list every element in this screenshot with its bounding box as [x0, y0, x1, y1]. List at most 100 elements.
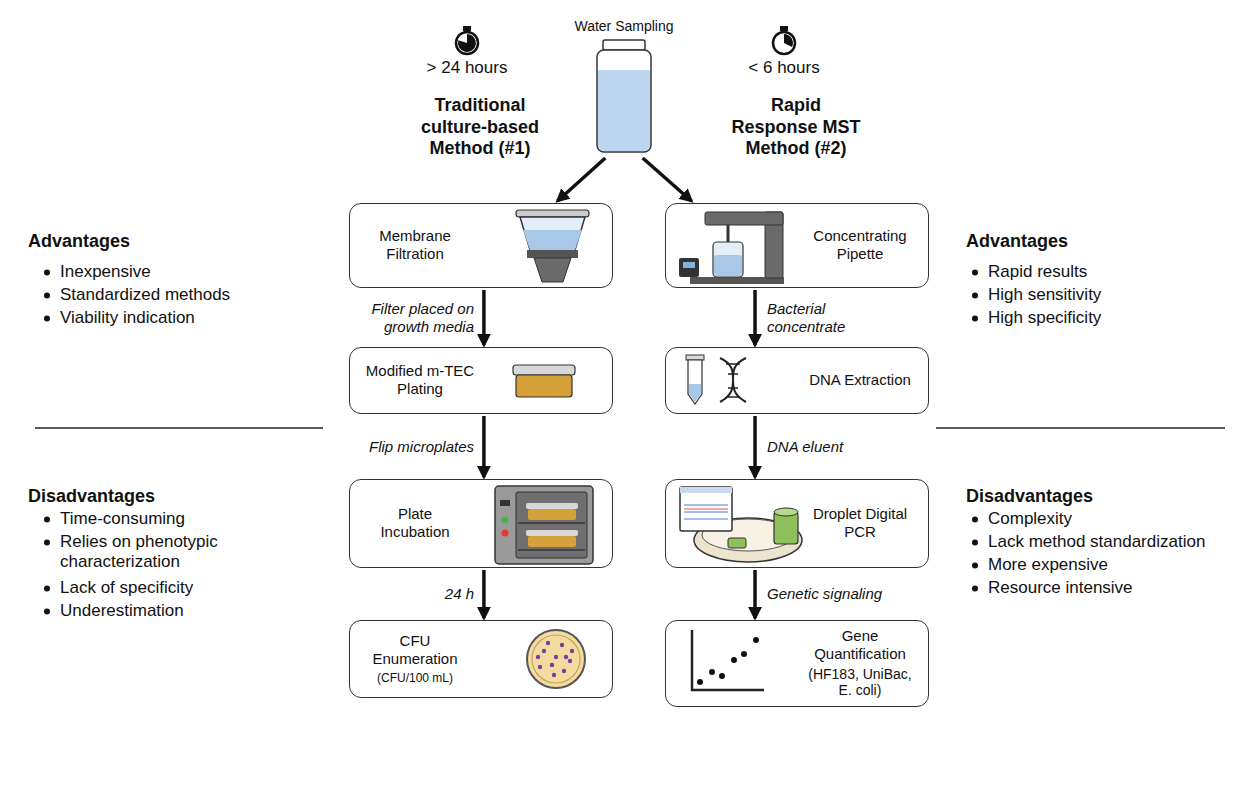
node-title: DNA Extraction — [801, 371, 919, 389]
colony-plate-part — [554, 655, 558, 659]
text-group: Droplet Digital PCR — [801, 505, 919, 541]
quantification-chart — [692, 630, 764, 690]
divider-line-part — [936, 427, 1225, 429]
colony-plate-part — [550, 663, 554, 667]
section-heading: Disadvantages — [28, 486, 155, 508]
filtration-funnel-part — [523, 230, 582, 250]
section-heading: Advantages — [28, 231, 130, 253]
flow-arrow — [643, 158, 692, 201]
concentrating-pipette-part — [683, 262, 695, 268]
list-item: Standardized methods — [60, 285, 230, 305]
incubator-part — [526, 530, 578, 536]
result-box: CFU Enumeration(CFU/100 mL) — [349, 620, 613, 698]
node-title: Concentrating Pipette — [801, 227, 919, 263]
incubator-part — [502, 517, 509, 524]
node-title: CFU Enumeration — [365, 632, 465, 668]
node-title: Membrane Filtration — [365, 227, 465, 263]
section-heading: Advantages — [966, 231, 1068, 253]
colony-plate-part — [564, 655, 568, 659]
stopwatch-icon — [773, 26, 795, 54]
bullet-dot — [972, 316, 978, 322]
incubator-part — [528, 536, 576, 547]
pcr-instrument-part — [684, 505, 728, 519]
dna-extraction-icon-part — [726, 363, 740, 365]
node-subtitle: (HF183, UniBac, E. coli) — [801, 666, 919, 700]
colony-plate-part — [532, 635, 580, 683]
bullet-dot — [44, 540, 50, 546]
flow-arrow — [482, 290, 486, 345]
sample-bottle: Water Sampling — [569, 16, 679, 156]
dna-extraction-icon-part — [720, 358, 746, 402]
colony-plate-part — [568, 659, 572, 663]
dna-extraction-icon-part — [726, 396, 740, 398]
process-box: DNA Extraction — [665, 347, 929, 414]
bullet-dot — [44, 293, 50, 299]
concentrating-pipette-part — [713, 242, 743, 277]
incubator-part — [516, 492, 587, 558]
stopwatch-icon-part — [458, 34, 476, 52]
method-heading: Rapid Response MST Method (#2) — [729, 95, 864, 160]
edge-label: Bacterial concentrate — [767, 300, 867, 336]
text-group: Water Sampling — [569, 18, 679, 35]
list-item: Complexity — [988, 509, 1072, 529]
section-heading: Disadvantages — [966, 486, 1093, 508]
node-title: Plate Incubation — [365, 505, 465, 541]
incubator-part — [518, 522, 585, 524]
dna-extraction-icon-part — [728, 387, 738, 389]
flow-arrow — [753, 290, 757, 345]
dna-extraction-icon-part — [686, 355, 704, 360]
pcr-instrument-part — [774, 508, 798, 516]
text-group: Plate Incubation — [365, 505, 465, 541]
agar-plate — [513, 365, 575, 397]
list-item: Lack of specificity — [60, 578, 193, 598]
bullet-dot — [972, 586, 978, 592]
incubator — [495, 486, 593, 564]
list-item: Underestimation — [60, 601, 184, 621]
list-item: Time-consuming — [60, 509, 185, 529]
stopwatch-icon-part — [773, 32, 795, 54]
list-item: More expensive — [988, 555, 1108, 575]
incubator-part — [500, 500, 510, 506]
concentrating-pipette-part — [705, 212, 783, 225]
flow-arrow — [482, 570, 486, 618]
pcr-instrument-part — [684, 508, 728, 509]
concentrating-pipette — [679, 212, 784, 284]
pcr-instrument-part — [774, 512, 798, 544]
stopwatch-icon-part — [456, 32, 478, 54]
colony-plate-part — [527, 630, 585, 688]
pcr-instrument-part — [680, 487, 732, 531]
list-item: High specificity — [988, 308, 1101, 328]
agar-plate-part — [516, 375, 572, 397]
dna-extraction-icon — [686, 355, 746, 404]
bullet-dot — [44, 609, 50, 615]
water-bottle-part — [603, 40, 645, 50]
edge-label: DNA eluent — [767, 438, 897, 456]
quantification-chart-part — [709, 669, 715, 675]
time-label: > 24 hours — [427, 58, 508, 78]
dna-extraction-icon-part — [689, 384, 701, 402]
process-box: Plate Incubation — [349, 479, 613, 568]
colony-plate-part — [546, 641, 550, 645]
filtration-funnel-part — [534, 258, 571, 282]
result-box: Gene Quantification(HF183, UniBac, E. co… — [665, 620, 929, 707]
colony-plate-part — [538, 665, 542, 669]
divider-line — [35, 428, 1225, 429]
edge-label: Flip microplates — [344, 438, 474, 456]
bullet-dot — [44, 270, 50, 276]
incubator-part — [518, 549, 585, 551]
text-group: Modified m-TEC Plating — [365, 362, 475, 398]
filtration-funnel-part — [520, 217, 585, 250]
bullet-dot — [44, 517, 50, 523]
quantification-chart-part — [692, 630, 764, 690]
dna-extraction-icon-part — [728, 373, 738, 375]
text-group: Gene Quantification(HF183, UniBac, E. co… — [801, 627, 919, 700]
text-group: Concentrating Pipette — [801, 227, 919, 263]
edge-label: 24 h — [414, 585, 474, 603]
quantification-chart-part — [697, 679, 703, 685]
filtration-funnel-part — [516, 210, 589, 217]
list-item: High sensitivity — [988, 285, 1101, 305]
colony-plate-part — [536, 655, 540, 659]
time-label: < 6 hours — [748, 58, 819, 78]
